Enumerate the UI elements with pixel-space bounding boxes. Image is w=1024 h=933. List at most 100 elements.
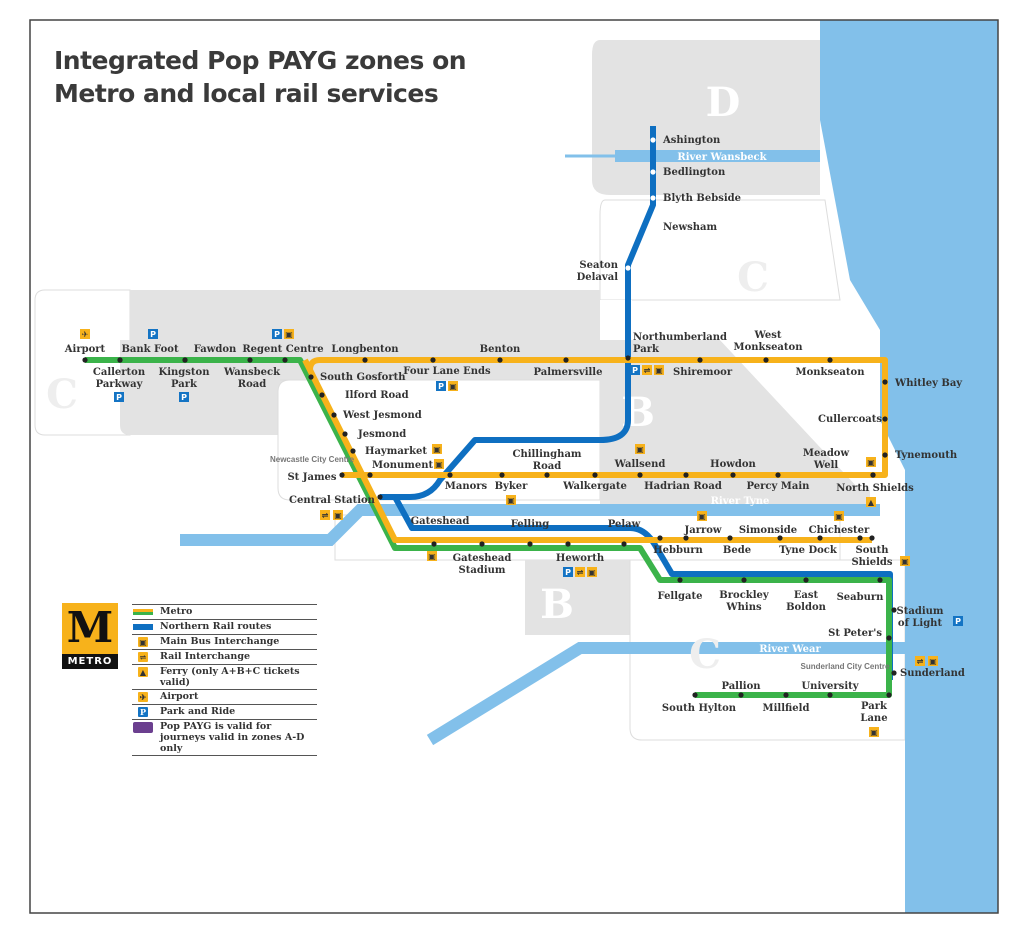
station-name-line: Simonside — [739, 525, 797, 536]
station-dot — [625, 355, 631, 361]
metro-yellow-line — [307, 357, 888, 478]
station-label: Haymarket — [365, 446, 427, 457]
park-and-ride-icon: P — [630, 365, 640, 375]
station-name-line: of Light — [898, 618, 943, 629]
station-dot — [727, 535, 733, 541]
park-and-ride-icon: P — [148, 329, 158, 339]
legend-item: P Park and Ride — [132, 704, 317, 719]
bus-icon: ▣ — [866, 457, 876, 467]
station-label: Hebburn — [653, 545, 703, 556]
svg-text:▣: ▣ — [835, 512, 843, 521]
station-label: Cullercoats — [818, 414, 882, 425]
rail-icon: ⇌ — [642, 365, 652, 375]
station-dot — [447, 472, 453, 478]
bus-icon: ▣ — [697, 511, 707, 521]
svg-text:⇌: ⇌ — [917, 657, 924, 666]
station-name-line: Tynemouth — [895, 450, 958, 461]
station-dot — [377, 494, 383, 500]
svg-text:▣: ▣ — [449, 382, 457, 391]
station-dot — [479, 541, 485, 547]
station-label: Whitley Bay — [894, 378, 963, 389]
station-label: Monument — [372, 460, 433, 471]
svg-text:P: P — [632, 366, 638, 375]
station-label: Central Station — [289, 495, 376, 506]
park-and-ride-icon: P — [272, 329, 282, 339]
station-name-line: Airport — [64, 344, 106, 355]
station-name-line: Benton — [480, 344, 521, 355]
station-name-line: Hadrian Road — [644, 481, 722, 492]
station-label: Regent Centre — [242, 344, 323, 355]
station-name-line: Ashington — [662, 135, 721, 146]
park-and-ride-icon: P — [953, 616, 963, 626]
station-name-line: North Shields — [836, 483, 914, 494]
zone-label: C — [737, 254, 769, 301]
bus-icon: ▣ — [284, 329, 294, 339]
station-name-line: Chillingham — [512, 449, 581, 460]
legend-item: Northern Rail routes — [132, 619, 317, 634]
station-dot — [625, 265, 631, 271]
station-label: Seaburn — [837, 592, 885, 603]
park-and-ride-icon: P — [138, 707, 148, 717]
station-name-line: Well — [813, 460, 839, 471]
page-title: Integrated Pop PAYG zones on Metro and l… — [54, 44, 467, 110]
station-dot — [870, 472, 876, 478]
station-label: Fellgate — [658, 591, 703, 602]
station-label: Simonside — [739, 525, 797, 536]
rail-icon: ⇌ — [575, 567, 585, 577]
station-dot — [741, 577, 747, 583]
station-dot — [817, 535, 823, 541]
station-name-line: Seaton — [579, 260, 618, 271]
station-name-line: Seaburn — [837, 592, 885, 603]
station-name-line: West — [753, 330, 781, 341]
svg-text:▣: ▣ — [285, 330, 293, 339]
station-name-line: Manors — [445, 481, 488, 492]
station-label: Bede — [723, 545, 751, 556]
station-name-line: East — [794, 590, 819, 601]
station-name-line: St James — [287, 472, 336, 483]
northern-rail-swatch — [132, 621, 154, 633]
station-dot — [738, 692, 744, 698]
svg-text:⇌: ⇌ — [322, 511, 329, 520]
station-name-line: Felling — [511, 519, 550, 530]
station-name-line: Jesmond — [357, 429, 406, 440]
station-name-line: Callerton — [93, 367, 146, 378]
station-label: Manors — [445, 481, 488, 492]
station-dot — [692, 692, 698, 698]
legend-item: ▲Ferry (only A+B+C tickets valid) — [132, 664, 317, 689]
metro-green-line — [85, 357, 892, 698]
station-label: Jarrow — [683, 525, 721, 536]
svg-text:▣: ▣ — [428, 552, 436, 561]
station-dot — [882, 452, 888, 458]
station-dot — [430, 357, 436, 363]
legend: Metro Northern Rail routes ▣Main Bus Int… — [132, 604, 317, 756]
station-name-line: St Peter's — [828, 628, 882, 639]
station-label: Shiremoor — [673, 367, 733, 378]
svg-text:P: P — [181, 393, 187, 402]
station-label: Monkseaton — [796, 367, 866, 378]
station-name-line: Kingston — [159, 367, 211, 378]
station-name-line: Heworth — [556, 553, 605, 564]
svg-text:P: P — [116, 393, 122, 402]
svg-text:▣: ▣ — [655, 366, 663, 375]
bus-icon: ▣ — [506, 495, 516, 505]
station-name-line: Brockley — [719, 590, 770, 601]
station-dot — [308, 374, 314, 380]
station-label: Percy Main — [747, 481, 811, 492]
station-dot — [891, 670, 897, 676]
station-name-line: Walkergate — [562, 481, 627, 492]
station-name-line: Bede — [723, 545, 751, 556]
station-dot — [319, 392, 325, 398]
legend-label: Pop PAYG is valid for journeys valid in … — [160, 721, 305, 754]
station-dot — [730, 472, 736, 478]
sea — [820, 20, 998, 913]
station-dot — [683, 535, 689, 541]
legend-label: Park and Ride — [160, 706, 236, 717]
station-dot — [857, 535, 863, 541]
station-name-line: Fawdon — [194, 344, 237, 355]
station-label: Four Lane Ends — [403, 366, 491, 377]
